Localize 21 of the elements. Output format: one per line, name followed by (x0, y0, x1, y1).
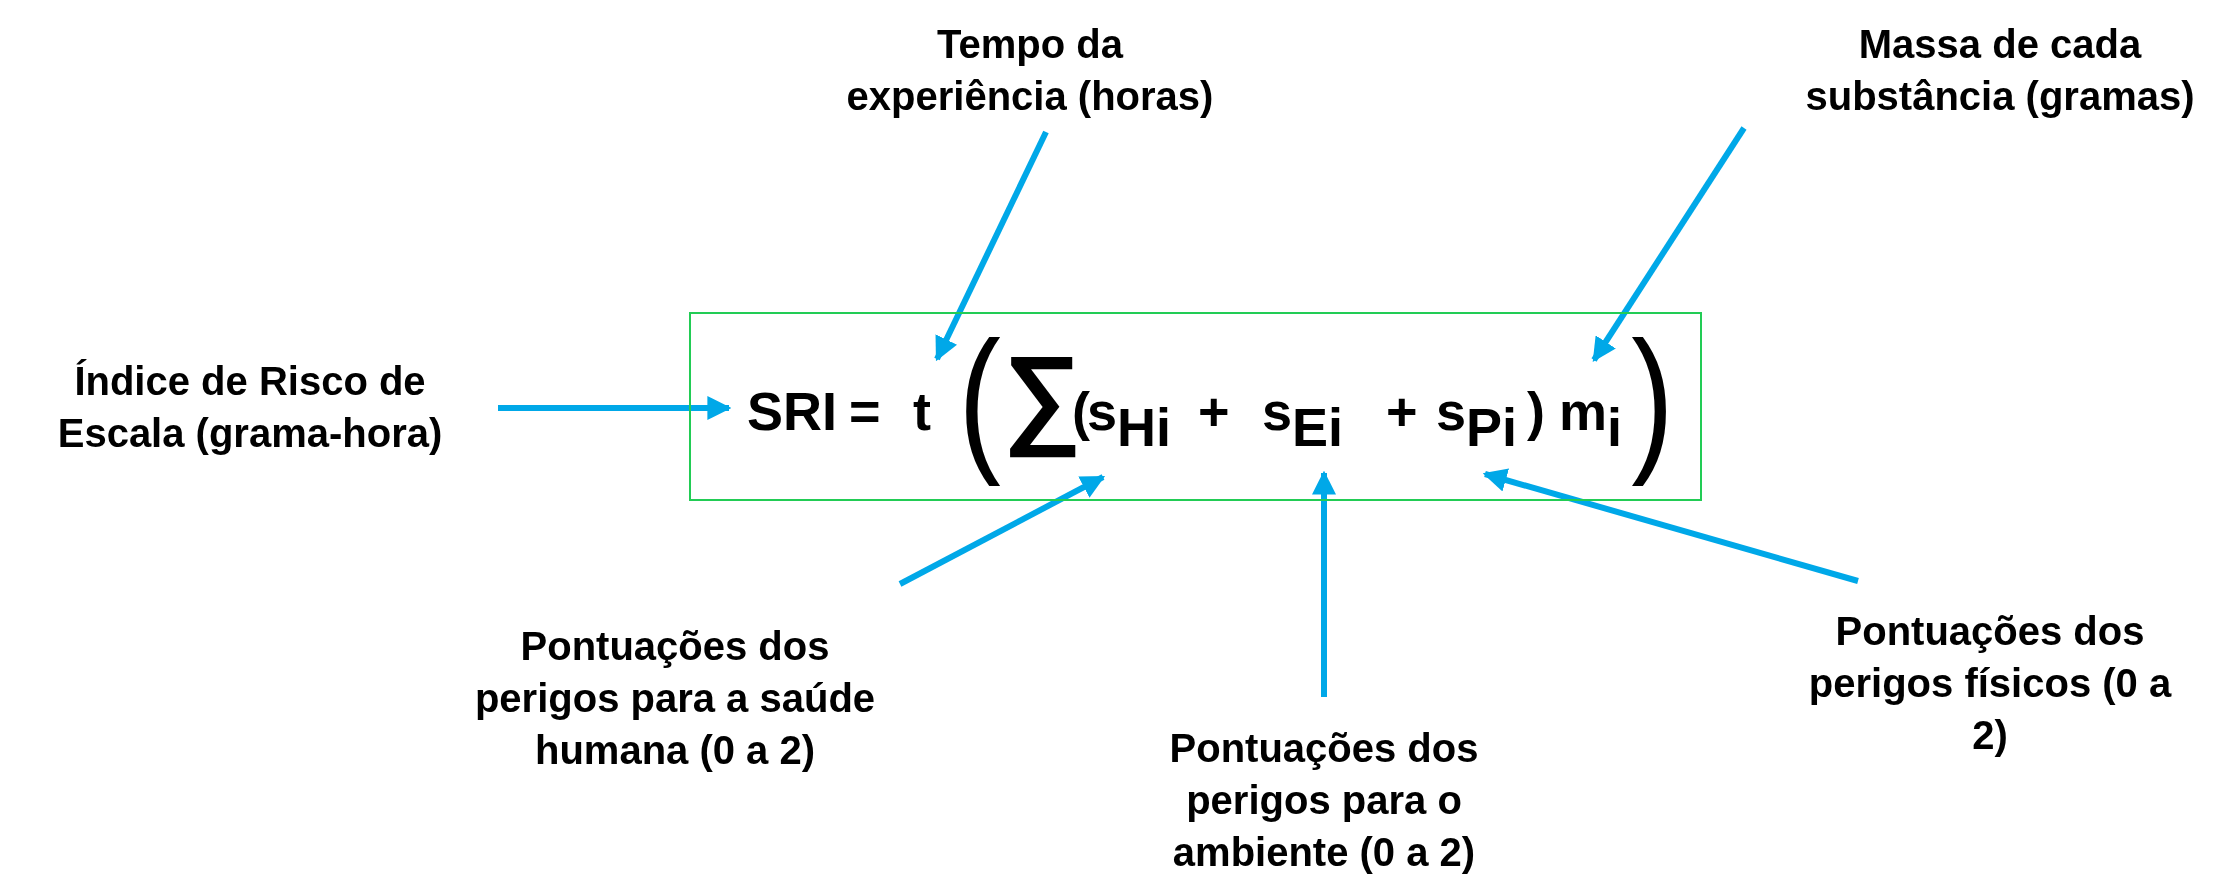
equals-sign: = (849, 380, 881, 443)
leader-arrow (1482, 468, 1859, 584)
leader-arrow (498, 396, 732, 420)
formula-symbol: SRI (747, 380, 838, 443)
big-parenthesis: ) (1631, 307, 1674, 489)
plus-sign: + (1198, 380, 1230, 443)
formula-box (689, 312, 1702, 501)
leader-arrow (934, 130, 1049, 362)
leader-arrow (1591, 126, 1747, 362)
plus-sign: + (1386, 380, 1418, 443)
annotation-text: Massa de cada substância (gramas) (1780, 18, 2220, 122)
annotation-text: Pontuações dos perigos para a saúde humana (0 a 2) (470, 620, 880, 776)
parenthesis: ) (1527, 380, 1545, 443)
annotation-text: Índice de Risco de Escala (grama-hora) (15, 355, 485, 459)
big-parenthesis: ( (958, 307, 1001, 489)
annotation-text: Pontuações dos perigos para o ambiente (0 a 2) (1124, 722, 1524, 878)
annotation-text: Pontuações dos perigos físicos (0 a 2) (1790, 605, 2190, 761)
annotation-text: Tempo da experiência (horas) (845, 18, 1215, 122)
leader-arrow (1312, 470, 1336, 697)
leader-arrow (898, 474, 1106, 587)
formula-variable: t (913, 380, 931, 443)
